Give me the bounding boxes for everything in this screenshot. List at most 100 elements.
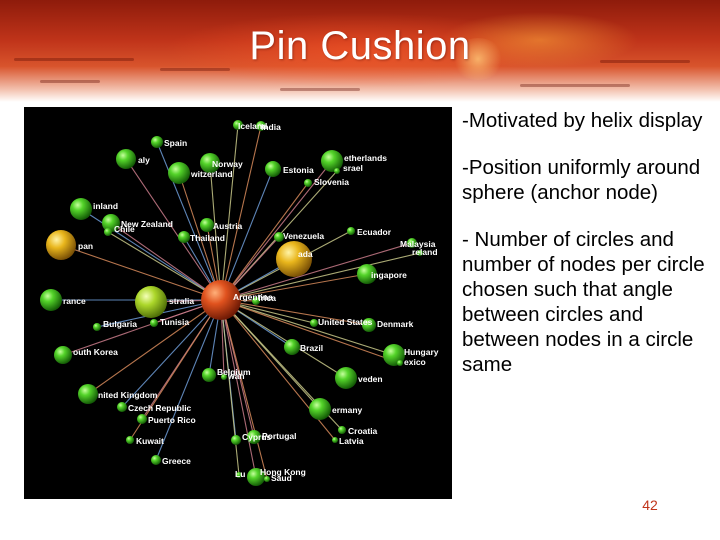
country-node (202, 368, 216, 382)
node-label: veden (358, 374, 383, 384)
node-label: nited Kingdom (98, 390, 158, 400)
page-number: 42 (642, 497, 658, 513)
node-label: New Zealand (121, 219, 173, 229)
country-node (334, 168, 340, 174)
edge-line (220, 299, 268, 480)
country-node (417, 250, 423, 256)
edge-line (220, 299, 401, 364)
node-label: United States (318, 317, 373, 327)
bullet-list: -Motivated by helix display -Position un… (462, 108, 714, 399)
node-label: aly (138, 155, 150, 165)
country-node (304, 179, 312, 187)
node-label: Hong Kong (260, 467, 306, 477)
country-node (347, 227, 355, 235)
node-label: pan (78, 241, 93, 251)
country-node (397, 360, 403, 366)
country-node (116, 149, 136, 169)
edge-line (220, 273, 368, 301)
country-node (168, 162, 190, 184)
node-label: Tunisia (160, 317, 189, 327)
edge-line (110, 222, 222, 301)
node-label: exico (404, 357, 426, 367)
country-node (178, 231, 190, 243)
edge-line (220, 299, 257, 478)
node-label: ingapore (371, 270, 407, 280)
node-label: Czech Republic (128, 403, 192, 413)
edge-line (156, 141, 222, 301)
country-node (338, 426, 346, 434)
node-label: ada (298, 249, 313, 259)
country-node (321, 150, 343, 172)
country-node (362, 318, 376, 332)
edge-line (125, 158, 222, 301)
country-node (247, 468, 265, 486)
edge-line (220, 252, 421, 301)
node-label: Estonia (283, 165, 314, 175)
node-label: frica (258, 293, 276, 303)
node-label: Puerto Rico (148, 415, 196, 425)
node-label: Bulgaria (103, 319, 137, 329)
edge-line (220, 125, 262, 301)
node-label: reland (412, 247, 438, 257)
country-node (231, 435, 241, 445)
country-node (137, 414, 147, 424)
node-label: Thailand (190, 233, 225, 243)
country-node (221, 374, 227, 380)
country-node (151, 455, 161, 465)
node-label: ermany (332, 405, 363, 415)
node-label: Latvia (339, 436, 364, 446)
edge-line (60, 244, 222, 301)
country-node (332, 437, 338, 443)
node-label: Kuwait (136, 436, 164, 446)
node-label: Iceland (238, 121, 267, 131)
edge-line (121, 299, 222, 408)
node-label: Belgium (217, 367, 251, 377)
country-node (335, 367, 357, 389)
country-node (265, 161, 281, 177)
node-label: inland (93, 201, 118, 211)
node-label: srael (343, 163, 363, 173)
title-banner (0, 0, 720, 102)
node-label: Cyprus (242, 432, 272, 442)
country-node (78, 384, 98, 404)
node-label: Hungary (404, 347, 439, 357)
country-node (150, 319, 158, 327)
node-label: India (261, 122, 281, 132)
node-label: Saud (271, 473, 292, 483)
country-node (46, 230, 76, 260)
anchor-node (201, 280, 241, 320)
country-node (54, 346, 72, 364)
edge-line (62, 299, 222, 356)
node-label: stralia (169, 296, 194, 306)
node-label: Croatia (348, 426, 378, 436)
edge-line (178, 172, 222, 301)
node-label: witzerland (190, 169, 233, 179)
country-node (276, 241, 312, 277)
edge-line (220, 182, 309, 301)
node-label: outh Korea (73, 347, 118, 357)
node-label: Greece (162, 456, 191, 466)
node-label: Portugal (262, 431, 296, 441)
node-label: Malaysia (400, 239, 436, 249)
country-node (357, 264, 377, 284)
node-label: Ecuador (357, 227, 392, 237)
node-label: Slovenia (314, 177, 349, 187)
bullet-item: - Number of circles and number of nodes … (462, 228, 705, 376)
country-node (70, 198, 92, 220)
node-label: Lu (235, 469, 245, 479)
edge-line (220, 160, 333, 301)
edge-line (107, 231, 222, 301)
country-node (256, 121, 266, 131)
node-label: Argentina (233, 292, 273, 302)
country-node (200, 218, 214, 232)
node-label: Spain (164, 138, 187, 148)
node-label: Brazil (300, 343, 323, 353)
country-node (284, 339, 300, 355)
node-label: Denmark (377, 319, 414, 329)
edge-line (220, 242, 413, 301)
slide-title: Pin Cushion (249, 24, 471, 68)
country-node (117, 402, 127, 412)
edge-line (155, 299, 222, 461)
